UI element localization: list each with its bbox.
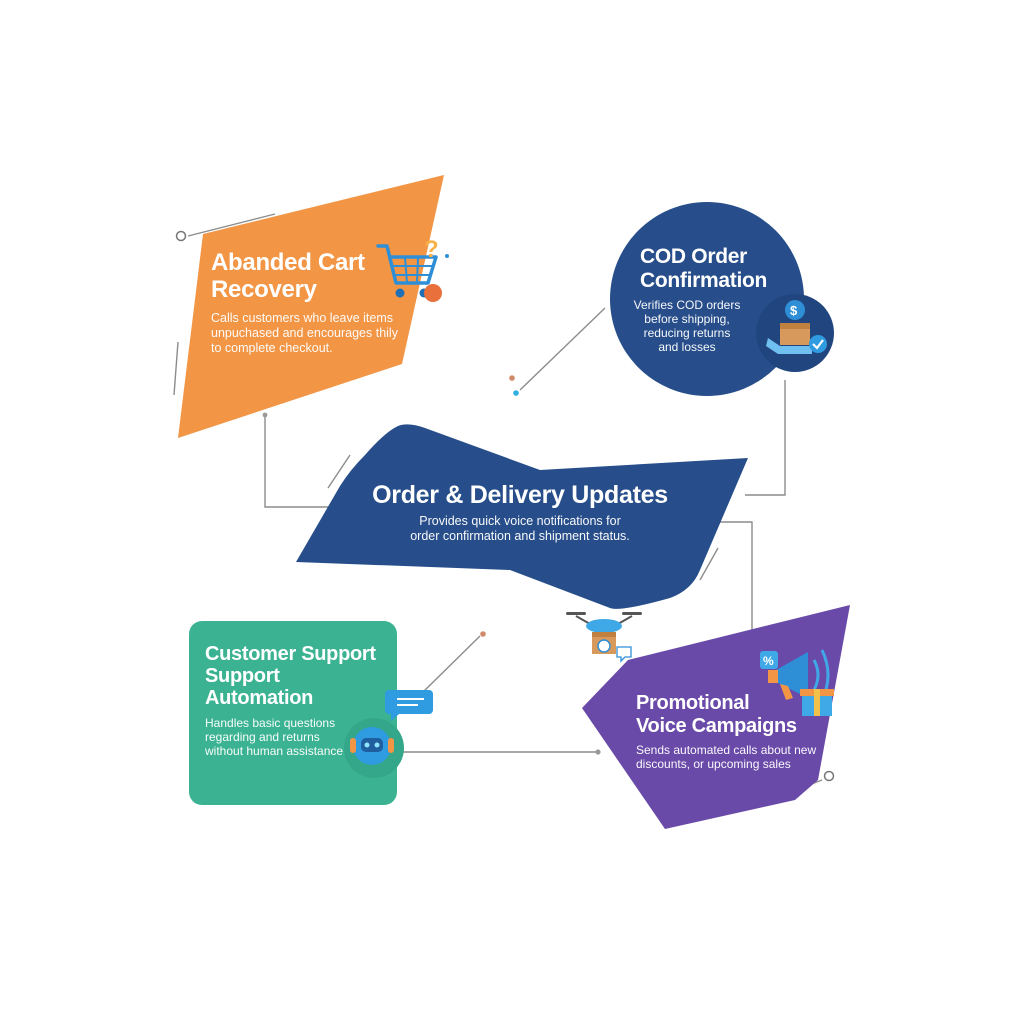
promo-title-line1: Promotional xyxy=(636,692,750,714)
package-payment-icon: $ xyxy=(756,294,834,372)
support-desc-line1: Handles basic questions xyxy=(205,716,336,730)
svg-text:?: ? xyxy=(424,236,439,263)
connector-cod-to-delivery xyxy=(745,380,786,496)
support-desc-line3: without human assistance xyxy=(205,744,344,758)
connector-dot xyxy=(509,375,515,381)
svg-text:%: % xyxy=(763,654,774,668)
support-description: Handles basic questions regarding and re… xyxy=(205,716,343,758)
delivery-updates-card xyxy=(296,424,748,609)
connector-cart-to-delivery xyxy=(264,415,330,508)
cod-desc-line2: before shipping, xyxy=(644,312,730,326)
delivery-title: Order & Delivery Updates xyxy=(372,481,668,509)
connector-support-diagonal xyxy=(419,635,481,696)
cart-recovery-desc-line2: unpuchased and encourages thily xyxy=(211,326,398,340)
promo-campaigns-card xyxy=(582,605,850,829)
support-title-line2: Support xyxy=(205,665,280,687)
cod-title: COD Order Confirmation xyxy=(640,245,767,293)
connector-cod-diagonal xyxy=(519,307,606,391)
support-title-line1: Customer Support xyxy=(205,643,376,665)
promo-description: Sends automated calls about new discount… xyxy=(636,743,816,771)
promo-title: Promotional Voice Campaigns xyxy=(636,692,797,738)
cart-recovery-title-line2: Recovery xyxy=(211,276,317,303)
cod-title-line1: COD Order xyxy=(640,245,747,268)
cart-recovery-description: Calls customers who leave items unpuchas… xyxy=(211,311,398,356)
connector-dots xyxy=(175,230,835,782)
support-desc-line2: regarding and returns xyxy=(205,730,320,744)
delivery-desc-line2: order confirmation and shipment status. xyxy=(410,529,630,543)
chatbot-icon xyxy=(344,690,433,778)
cod-description: Verifies COD orders before shipping, red… xyxy=(632,298,742,354)
delivery-desc-line1: Provides quick voice notifications for xyxy=(419,514,621,528)
cod-confirmation-card xyxy=(610,202,804,396)
support-title: Customer Support Support Automation xyxy=(205,643,376,709)
delivery-description: Provides quick voice notifications for o… xyxy=(370,514,670,544)
svg-text:$: $ xyxy=(790,303,798,318)
connector-dot xyxy=(595,749,601,755)
deco-line-delivery-right xyxy=(699,547,719,581)
cod-desc-line1: Verifies COD orders xyxy=(633,298,741,312)
cod-desc-line4: and losses xyxy=(658,340,716,354)
delivery-drone-icon xyxy=(566,612,642,663)
cart-recovery-title-line1: Abanded Cart xyxy=(211,249,365,276)
connector-dot xyxy=(480,631,486,637)
deco-line-delivery-left xyxy=(327,454,351,489)
promo-desc-line1: Sends automated calls about new xyxy=(636,743,817,757)
support-title-line3: Automation xyxy=(205,687,314,709)
cod-title-line2: Confirmation xyxy=(640,269,768,292)
connector-dot xyxy=(262,412,268,418)
shopping-cart-icon: ? xyxy=(376,236,449,302)
promo-desc-line2: discounts, or upcoming sales xyxy=(636,757,791,771)
deco-line-cart-top xyxy=(187,213,276,237)
connector-dot xyxy=(823,770,835,782)
cart-recovery-desc-line3: to complete checkout. xyxy=(211,341,333,355)
connector-dot xyxy=(513,390,519,396)
promo-title-line2: Voice Campaigns xyxy=(636,715,797,737)
cod-desc-line3: reducing returns xyxy=(643,326,731,340)
cart-recovery-desc-line1: Calls customers who leave items xyxy=(211,311,394,325)
support-automation-card xyxy=(189,621,397,805)
megaphone-icon: % xyxy=(760,649,834,716)
cart-recovery-card xyxy=(178,175,444,438)
connector-dot xyxy=(175,230,187,242)
cart-recovery-title: Abanded Cart Recovery xyxy=(211,249,365,303)
deco-line-cart-left xyxy=(173,341,179,396)
